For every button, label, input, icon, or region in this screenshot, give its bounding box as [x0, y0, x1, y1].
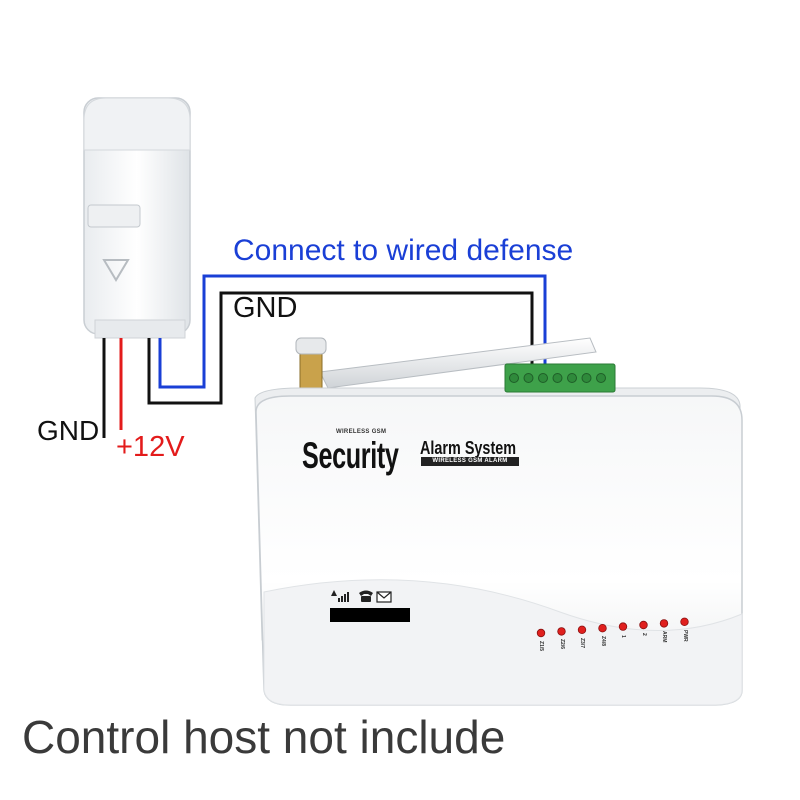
brand-alarm-text: Alarm System	[420, 438, 517, 458]
sensor-arrow-icon	[102, 259, 130, 282]
status-led	[577, 625, 587, 634]
gnd-sensor-label: GND	[37, 415, 100, 446]
footer-caption: Control host not include	[22, 711, 506, 763]
signal-icon	[331, 590, 349, 602]
terminal-screw	[581, 373, 592, 383]
led-label: 1	[620, 634, 626, 638]
signal-wire	[158, 274, 547, 389]
terminal-screw	[523, 373, 534, 383]
terminal-block	[504, 363, 616, 393]
status-led	[536, 628, 546, 638]
status-led	[659, 619, 669, 628]
sensor-wires	[102, 274, 547, 438]
led-label: Z4/8	[599, 636, 606, 647]
sensor-window	[87, 204, 141, 228]
connect-label: Connect to wired defense	[233, 234, 574, 267]
message-icon	[376, 591, 392, 603]
lcd-display	[330, 608, 410, 622]
phone-icon	[359, 590, 373, 602]
terminal-screw	[552, 373, 563, 383]
terminal-screw	[509, 373, 519, 383]
terminal-screw	[567, 373, 577, 383]
led-label: Z2/6	[558, 639, 565, 650]
brand-sub-text: WIRELESS GSM ALARM	[421, 457, 519, 466]
power-label: +12V	[116, 431, 185, 463]
terminal-screw	[596, 373, 606, 383]
gnd-wire-label: GND	[233, 292, 298, 324]
antenna-connector	[299, 349, 323, 393]
status-led	[618, 622, 628, 631]
brand-security-text: Security	[302, 435, 399, 476]
status-led	[639, 620, 648, 630]
led-label: Z3/7	[579, 637, 585, 648]
terminal-screw	[538, 373, 548, 383]
antenna	[319, 337, 597, 389]
gnd-loop-wire	[147, 291, 534, 405]
led-label: PWR	[681, 629, 688, 642]
led-row	[536, 617, 689, 638]
brand-small-text: WIRELESS GSM	[336, 429, 387, 435]
led-label: ARM	[661, 631, 667, 643]
led-label: 2	[640, 633, 647, 636]
status-led	[557, 627, 566, 636]
status-led	[680, 617, 689, 626]
led-label: Z1/5	[538, 641, 544, 652]
pir-sensor	[83, 97, 191, 339]
control-host	[254, 337, 743, 706]
status-led	[598, 624, 607, 633]
